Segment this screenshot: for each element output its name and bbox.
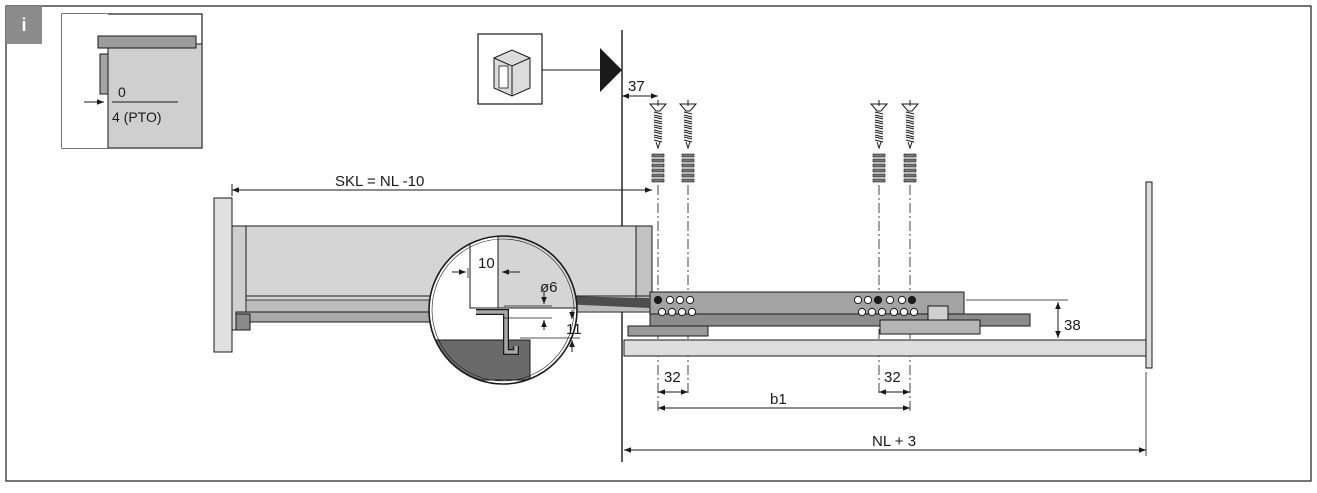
screw-icon bbox=[869, 100, 889, 150]
hole-mark bbox=[889, 307, 899, 317]
dimension-32-right: 32 bbox=[879, 369, 910, 395]
screw-icon bbox=[678, 100, 698, 150]
dimension-skl: SKL = NL -10 bbox=[231, 173, 652, 196]
dowel-icon bbox=[872, 153, 886, 183]
front-overlay-inset: 0 4 (PTO) bbox=[61, 13, 203, 149]
svg-text:32: 32 bbox=[884, 369, 901, 386]
cabinet-door-icon bbox=[477, 33, 622, 105]
hole-mark bbox=[907, 295, 917, 305]
dowel-icon bbox=[903, 153, 917, 183]
runner-holes bbox=[653, 295, 919, 317]
hole-mark bbox=[853, 295, 863, 305]
dimension-b1: b1 bbox=[658, 391, 910, 411]
hole-mark bbox=[909, 307, 919, 317]
hole-mark bbox=[653, 295, 663, 305]
svg-text:37: 37 bbox=[628, 78, 645, 95]
hole-mark bbox=[657, 307, 667, 317]
hole-mark bbox=[685, 295, 695, 305]
inset-value-top: 0 bbox=[118, 84, 126, 100]
screw-icon bbox=[900, 100, 920, 150]
dimension-nl: NL + 3 bbox=[624, 372, 1147, 456]
mounting-screws bbox=[648, 100, 920, 183]
outer-frame bbox=[5, 5, 1312, 482]
info-badge: i bbox=[6, 6, 42, 44]
dowel-icon bbox=[681, 153, 695, 183]
hole-mark bbox=[885, 295, 895, 305]
hole-mark bbox=[687, 307, 697, 317]
hole-mark bbox=[863, 295, 873, 305]
hole-mark bbox=[867, 307, 877, 317]
svg-text:b1: b1 bbox=[770, 391, 787, 408]
svg-text:10: 10 bbox=[478, 255, 495, 272]
cabinet-bottom-panel bbox=[623, 181, 1153, 369]
screw-icon bbox=[648, 100, 668, 150]
hole-mark bbox=[897, 295, 907, 305]
dimension-38: 38 bbox=[966, 299, 1081, 341]
hole-mark bbox=[873, 295, 883, 305]
drawer-runner-front bbox=[235, 311, 437, 331]
hole-mark bbox=[857, 307, 867, 317]
inset-value-bottom: 4 (PTO) bbox=[112, 109, 162, 125]
runner-assembly bbox=[627, 291, 1031, 337]
svg-text:ø6: ø6 bbox=[540, 279, 558, 296]
hole-mark bbox=[877, 307, 887, 317]
svg-text:SKL = NL -10: SKL = NL -10 bbox=[335, 173, 424, 190]
svg-text:NL + 3: NL + 3 bbox=[872, 433, 916, 450]
info-badge-label: i bbox=[21, 15, 26, 35]
hole-mark bbox=[677, 307, 687, 317]
hole-mark bbox=[665, 295, 675, 305]
hole-mark bbox=[899, 307, 909, 317]
dowel-icon bbox=[651, 153, 665, 183]
svg-text:11: 11 bbox=[566, 321, 582, 338]
dimension-32-left: 32 bbox=[658, 369, 688, 395]
svg-text:38: 38 bbox=[1064, 317, 1081, 334]
svg-text:32: 32 bbox=[664, 369, 681, 386]
hole-mark bbox=[675, 295, 685, 305]
dimension-37: 37 bbox=[622, 78, 658, 99]
hole-mark bbox=[667, 307, 677, 317]
